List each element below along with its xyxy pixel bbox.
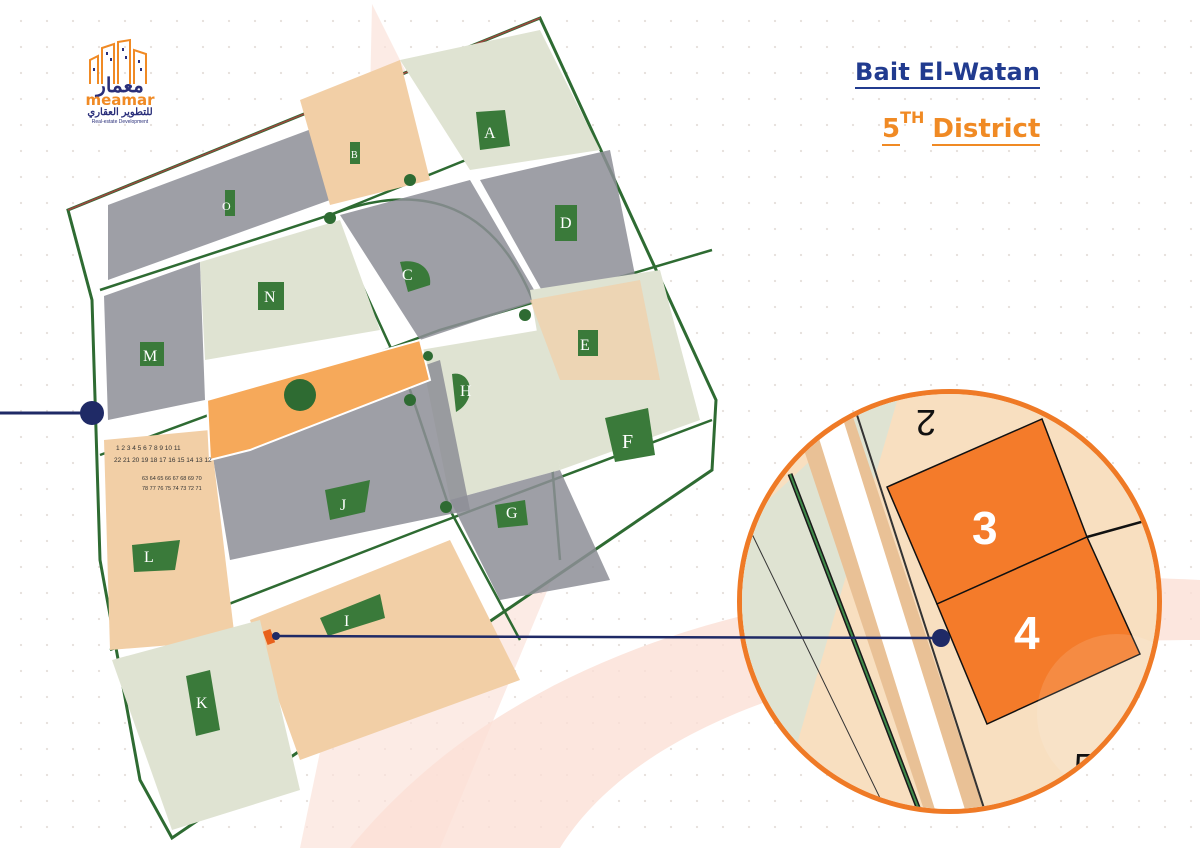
zone-label-e[interactable]: E bbox=[580, 337, 590, 354]
zone-label-k[interactable]: K bbox=[196, 695, 208, 712]
logo-brand-name: meamar bbox=[85, 91, 155, 109]
district-label: District bbox=[932, 113, 1041, 146]
roundabouts bbox=[324, 174, 531, 513]
zone-label-m[interactable]: M bbox=[143, 348, 157, 365]
zone-label-a[interactable]: A bbox=[484, 125, 496, 142]
zone-label-f[interactable]: F bbox=[622, 431, 633, 453]
plot-4[interactable] bbox=[936, 536, 1141, 726]
plot-zoom-inset[interactable]: 3 4 2 5 bbox=[737, 389, 1162, 814]
zone-label-l[interactable]: L bbox=[144, 549, 154, 566]
zone-label-o[interactable]: O bbox=[222, 199, 231, 213]
meamar-logo: معمار meamar للتطوير العقاري Real-estate… bbox=[70, 38, 170, 138]
zone-label-i[interactable]: I bbox=[344, 613, 349, 630]
zone-label-n[interactable]: N bbox=[264, 289, 276, 306]
plot-numbers: 1 2 3 4 5 6 7 8 9 10 11 22 21 20 19 18 1… bbox=[114, 445, 212, 492]
logo-arabic-mark: معمار bbox=[96, 75, 144, 97]
commercial-center[interactable] bbox=[205, 338, 432, 462]
project-title: Bait El-Watan bbox=[855, 58, 1041, 89]
logo-arabic-tagline: للتطوير العقاري bbox=[87, 107, 153, 118]
district-number: 5 bbox=[882, 113, 901, 146]
plot-3-label: 3 bbox=[972, 502, 998, 554]
residential-blocks bbox=[104, 30, 700, 830]
logo-english-tagline: Real-estate Development bbox=[91, 119, 149, 125]
district-title: 5TH District bbox=[882, 108, 1041, 146]
zone-label-j[interactable]: J bbox=[340, 497, 346, 514]
zone-label-d[interactable]: D bbox=[560, 215, 572, 232]
zone-parks bbox=[132, 110, 655, 736]
zone-label-g[interactable]: G bbox=[506, 505, 518, 522]
district-suffix: TH bbox=[900, 108, 925, 127]
plot-2-label: 2 bbox=[916, 402, 936, 443]
highlighted-plot-marker[interactable] bbox=[262, 629, 276, 645]
building-logo-icon bbox=[89, 38, 147, 84]
zone-label-c[interactable]: C bbox=[402, 267, 413, 284]
zone-label-b[interactable]: B bbox=[351, 150, 358, 161]
inset-map: 3 4 2 5 bbox=[742, 394, 1157, 809]
svg-text:63 64 65 66 67 68 69 70: 63 64 65 66 67 68 69 70 bbox=[142, 476, 202, 482]
svg-text:1 2 3 4 5 6 7 8 9 10 11: 1 2 3 4 5 6 7 8 9 10 11 bbox=[116, 445, 181, 452]
svg-text:22 21 20 19 18 17 16 15 14 13: 22 21 20 19 18 17 16 15 14 13 12 bbox=[114, 457, 212, 464]
plot-4-label: 4 bbox=[1014, 607, 1040, 659]
svg-text:78 77 76 75 74 73 72 71: 78 77 76 75 74 73 72 71 bbox=[142, 486, 202, 492]
zone-label-h[interactable]: H bbox=[460, 383, 472, 400]
